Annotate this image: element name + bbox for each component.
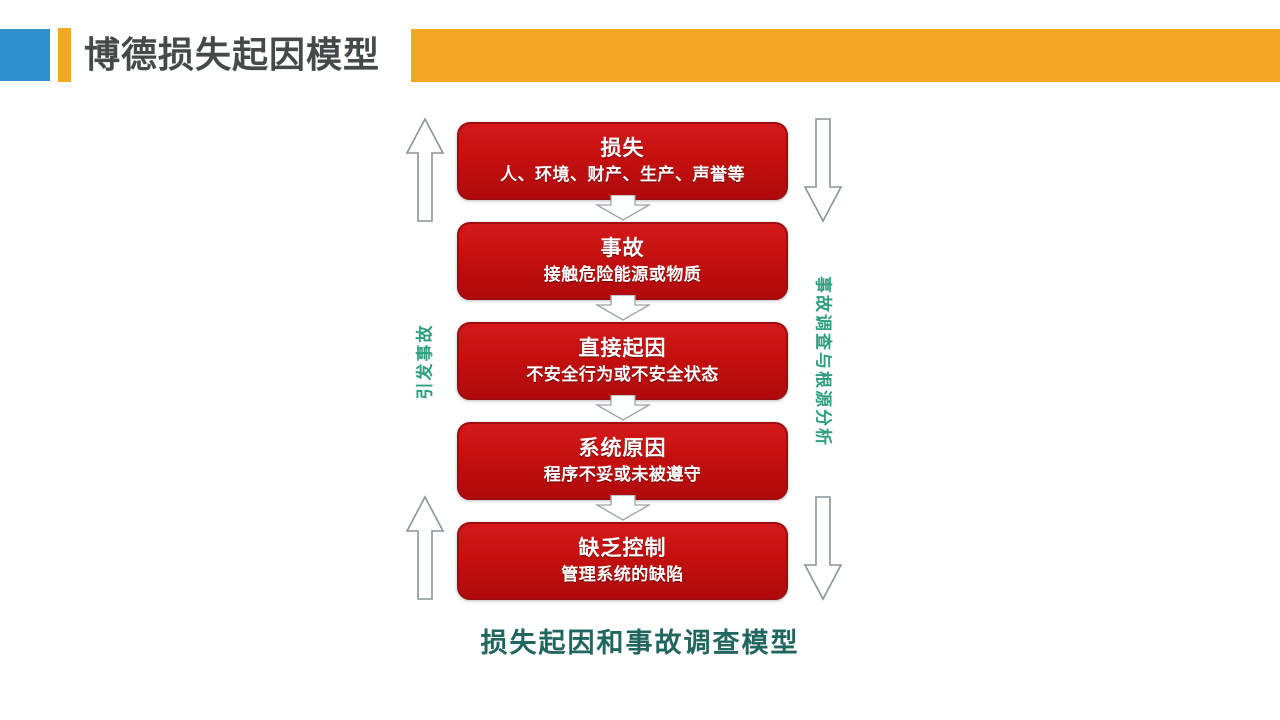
down-arrow-icon-bottom (800, 493, 846, 603)
diagram-caption: 损失起因和事故调查模型 (480, 628, 800, 658)
right-flow-column: 事故调查与根源分析 (800, 105, 846, 605)
node-loss[interactable]: 损失 人、环境、财产、生产、声誉等 (457, 122, 788, 221)
connector-arrow-icon (593, 394, 653, 421)
page-header: 博德损失起因模型 (0, 0, 1280, 105)
node-title: 系统原因 (578, 436, 667, 460)
node-basic-cause[interactable]: 系统原因 程序不妥或未被遵守 (457, 422, 788, 521)
node-title: 事故 (600, 236, 645, 260)
up-arrow-icon-bottom (402, 493, 448, 603)
header-orange-bar (411, 29, 1280, 82)
node-subtitle: 人、环境、财产、生产、声誉等 (500, 164, 745, 184)
node-title: 损失 (600, 136, 645, 160)
node-subtitle: 管理系统的缺陷 (561, 564, 684, 584)
connector-arrow-icon (593, 494, 653, 521)
connector-arrow-icon (593, 294, 653, 321)
node-title: 缺乏控制 (578, 536, 667, 560)
node-incident[interactable]: 事故 接触危险能源或物质 (457, 222, 788, 321)
node-lack-of-control[interactable]: 缺乏控制 管理系统的缺陷 (457, 522, 788, 600)
header-orange-tick (58, 28, 71, 82)
loss-causation-model-diagram: 引发事故 事故调查与根源分析 损失 人、环境、财产、生产、声誉等 (0, 105, 1280, 720)
left-flow-label: 引发事故 (415, 323, 435, 400)
node-subtitle: 不安全行为或不安全状态 (526, 364, 719, 384)
node-title: 直接起因 (578, 336, 667, 360)
down-arrow-icon-top (800, 115, 846, 225)
header-blue-block (0, 29, 50, 81)
node-subtitle: 程序不妥或未被遵守 (543, 464, 702, 484)
node-immediate-cause[interactable]: 直接起因 不安全行为或不安全状态 (457, 322, 788, 421)
up-arrow-icon-top (402, 115, 448, 225)
left-flow-column: 引发事故 (402, 105, 448, 605)
connector-arrow-icon (593, 194, 653, 221)
node-subtitle: 接触危险能源或物质 (543, 264, 702, 284)
right-flow-label: 事故调查与根源分析 (813, 276, 833, 447)
page-title: 博德损失起因模型 (84, 34, 381, 75)
node-stack: 损失 人、环境、财产、生产、声誉等 事故 接触危险能源或物质 直接起因 不安全行… (457, 122, 788, 600)
